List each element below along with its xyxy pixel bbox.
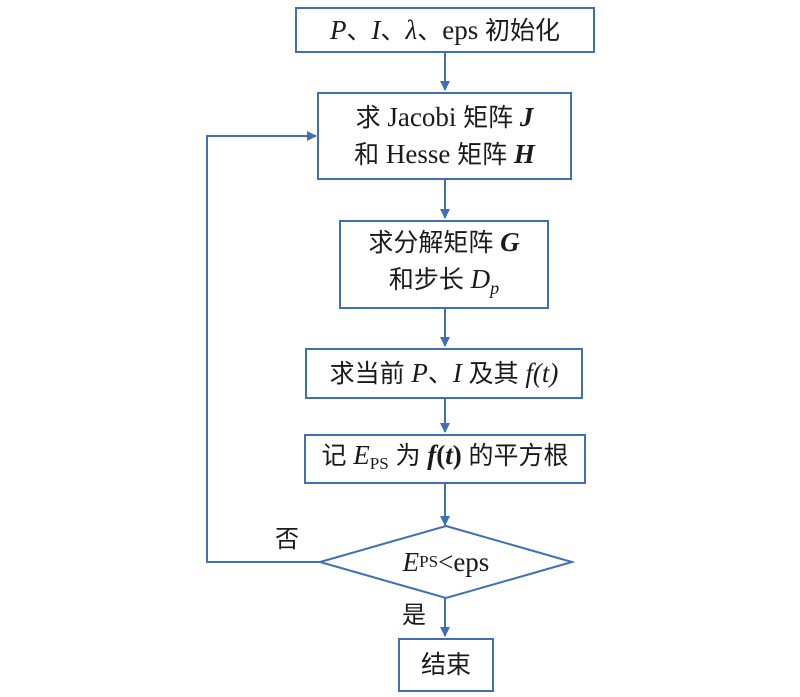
step-text: 和步长 <box>388 264 464 294</box>
init-text: 初始化 <box>484 15 560 45</box>
current-mid-text: 及其 <box>468 359 519 388</box>
record-suffix: 的平方根 <box>468 440 569 470</box>
node-init: P、I、λ、eps 初始化 <box>295 7 595 53</box>
decision-diamond <box>316 524 576 600</box>
jacobi-name: Jacobi <box>387 102 457 132</box>
current-symbol-f: f <box>525 358 533 388</box>
record-mid-text: 为 <box>395 440 421 470</box>
node-decomposition: 求分解矩阵 G 和步长 Dp <box>339 220 549 309</box>
decision-subscript-ps: PS <box>419 552 439 571</box>
current-symbol-i: I <box>452 358 462 388</box>
hesse-name: Hesse <box>385 139 451 169</box>
separator: 、 <box>427 359 453 388</box>
separator: 、 <box>380 15 406 45</box>
record-symbol-f: f <box>427 439 437 470</box>
decomp-text: 求分解矩阵 <box>368 227 494 257</box>
jacobi-matrix-word: 矩阵 <box>463 103 514 132</box>
node-init-line: P、I、λ、eps 初始化 <box>330 12 560 49</box>
record-symbol-t: t <box>445 439 453 470</box>
current-line: 求当前 P、I 及其 f(t) <box>330 355 559 392</box>
edge-label-no: 否 <box>275 525 299 553</box>
record-paren-open: ( <box>436 439 446 470</box>
step-subscript-p: p <box>490 277 500 298</box>
decomp-line-1: 求分解矩阵 G <box>368 224 519 261</box>
jacobi-symbol: J <box>519 102 534 132</box>
current-arg: (t) <box>532 358 559 388</box>
node-end: 结束 <box>398 638 494 692</box>
separator: 、 <box>417 15 443 45</box>
jacobi-prefix: 求 <box>355 103 381 132</box>
step-symbol-d: D <box>470 263 491 294</box>
separator: 、 <box>346 15 372 45</box>
symbol-eps: eps <box>442 14 479 45</box>
node-current: 求当前 P、I 及其 f(t) <box>305 348 583 399</box>
symbol-lambda: λ <box>405 14 418 45</box>
hesse-line: 和 Hesse 矩阵 H <box>354 136 535 173</box>
current-prefix: 求当前 <box>329 359 405 388</box>
decision-symbol-e: E <box>402 546 420 577</box>
record-prefix: 记 <box>321 440 347 470</box>
symbol-i: I <box>371 14 381 45</box>
end-text: 结束 <box>420 650 471 679</box>
hesse-matrix-word: 矩阵 <box>457 140 508 169</box>
jacobi-line: 求 Jacobi 矩阵 J <box>356 99 534 136</box>
hesse-symbol: H <box>513 139 535 169</box>
record-line: 记 EPS 为 f(t) 的平方根 <box>322 437 569 482</box>
decomp-line-2: 和步长 Dp <box>389 261 499 306</box>
decomp-symbol-g: G <box>500 226 520 257</box>
node-jacobi-hesse: 求 Jacobi 矩阵 J 和 Hesse 矩阵 H <box>317 92 572 180</box>
edge-label-yes: 是 <box>402 601 426 629</box>
arrow-no-loop <box>206 131 320 563</box>
decision-operator: <eps <box>438 546 490 577</box>
record-subscript-ps: PS <box>369 453 389 473</box>
hesse-prefix: 和 <box>354 140 380 169</box>
record-symbol-e: E <box>353 439 370 470</box>
node-record: 记 EPS 为 f(t) 的平方根 <box>304 434 586 484</box>
current-symbol-p: P <box>411 358 428 388</box>
symbol-p: P <box>329 14 347 45</box>
record-paren-close: ) <box>452 439 462 470</box>
